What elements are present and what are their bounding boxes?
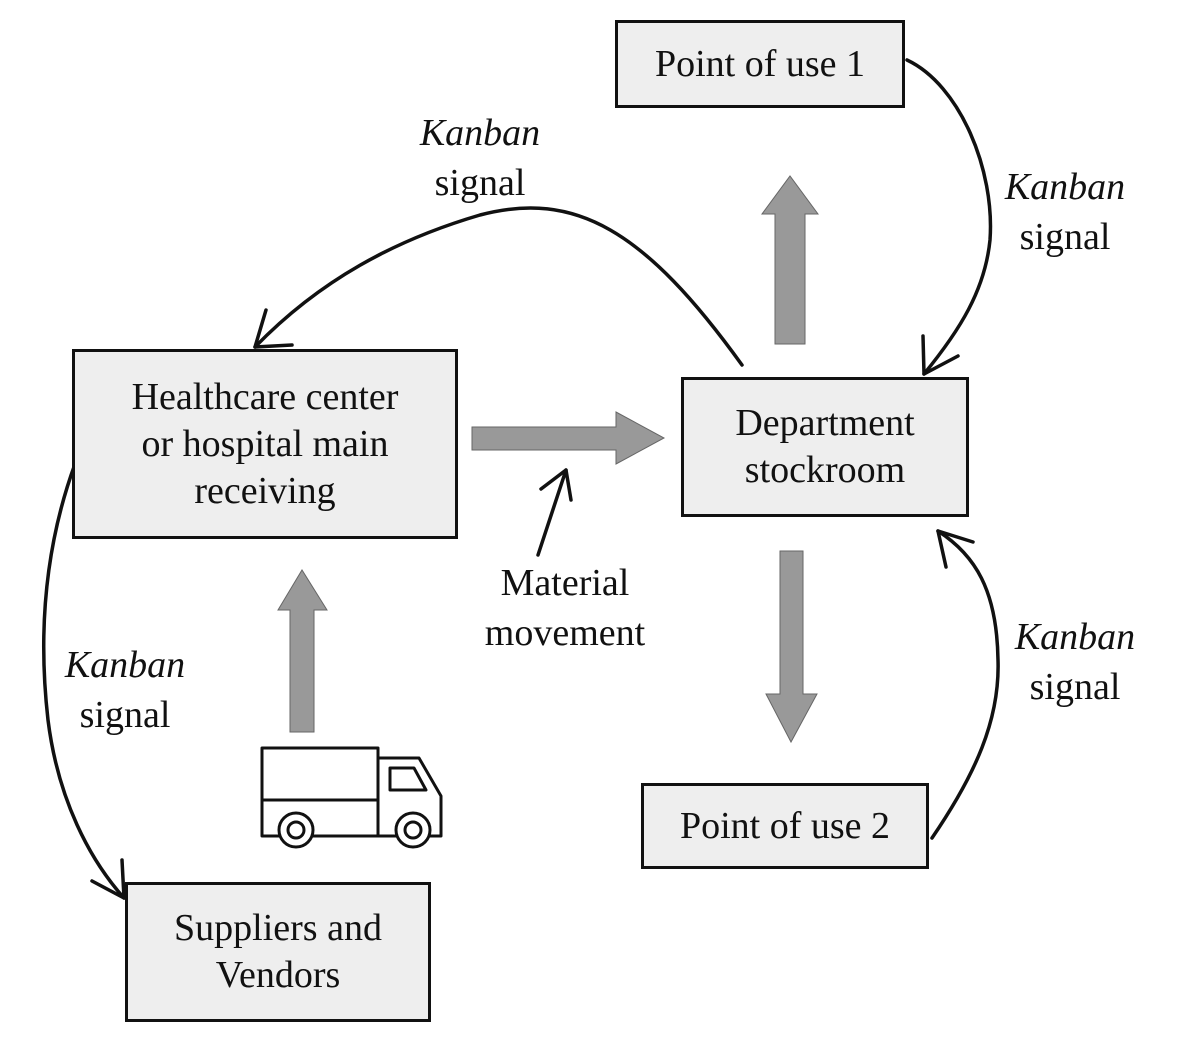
material-arrow-dept-to-poi2 <box>765 550 818 744</box>
kanban-signal-label-right: Kanban signal <box>980 162 1150 262</box>
suppliers-label-line-1: Suppliers and <box>174 907 382 949</box>
signal-word: signal <box>1029 666 1121 708</box>
material-movement-line-1: Material <box>500 562 630 604</box>
point-of-use-1-label: Point of use 1 <box>654 42 866 85</box>
point-of-use-1-box: Point of use 1 <box>615 20 905 108</box>
hospital-label-line-3: receiving <box>194 469 336 512</box>
signal-word: signal <box>434 162 526 204</box>
kanban-word: Kanban <box>64 644 186 686</box>
point-of-use-2-box: Point of use 2 <box>641 783 929 869</box>
delivery-truck-icon <box>260 746 443 849</box>
kanban-signal-poi2-to-dept <box>930 529 1000 840</box>
kanban-signal-poi2-to-dept-arrowhead <box>936 529 975 569</box>
department-label-line-2: stockroom <box>744 449 906 491</box>
kanban-signal-hosp-to-suppliers <box>41 462 126 900</box>
material-movement-pointer-arrowhead <box>539 468 573 502</box>
point-of-use-2-label: Point of use 2 <box>679 804 891 847</box>
kanban-word: Kanban <box>419 112 541 154</box>
kanban-signal-hosp-to-suppliers-arrowhead <box>90 858 126 900</box>
hospital-receiving-box: Healthcare center or hospital main recei… <box>72 349 458 539</box>
material-arrow-hosp-to-dept <box>471 411 666 465</box>
kanban-word: Kanban <box>1004 166 1126 208</box>
material-movement-pointer <box>536 468 568 557</box>
kanban-signal-poi1-to-dept-arrowhead <box>921 334 960 376</box>
kanban-word: Kanban <box>1014 616 1136 658</box>
kanban-signal-label-left: Kanban signal <box>40 640 210 740</box>
suppliers-label-line-2: Vendors <box>215 954 341 996</box>
material-movement-line-2: movement <box>484 612 646 654</box>
hospital-label-line-2: or hospital main <box>141 422 389 465</box>
material-movement-label: Material movement <box>440 558 690 658</box>
hospital-label-line-1: Healthcare center <box>131 375 399 418</box>
kanban-signal-dept-to-hosp <box>253 206 744 367</box>
kanban-signal-label-bottom-right: Kanban signal <box>990 612 1160 712</box>
material-arrow-truck-to-hosp <box>277 569 328 733</box>
signal-word: signal <box>1019 216 1111 258</box>
signal-word: signal <box>79 694 171 736</box>
department-stockroom-box: Department stockroom <box>681 377 969 517</box>
kanban-signal-poi1-to-dept <box>905 58 993 376</box>
kanban-signal-dept-to-hosp-arrowhead <box>253 308 294 349</box>
department-label-line-1: Department <box>735 402 915 444</box>
suppliers-vendors-box: Suppliers and Vendors <box>125 882 431 1022</box>
material-arrow-dept-to-poi1 <box>761 175 819 345</box>
kanban-signal-label-top: Kanban signal <box>390 108 570 208</box>
